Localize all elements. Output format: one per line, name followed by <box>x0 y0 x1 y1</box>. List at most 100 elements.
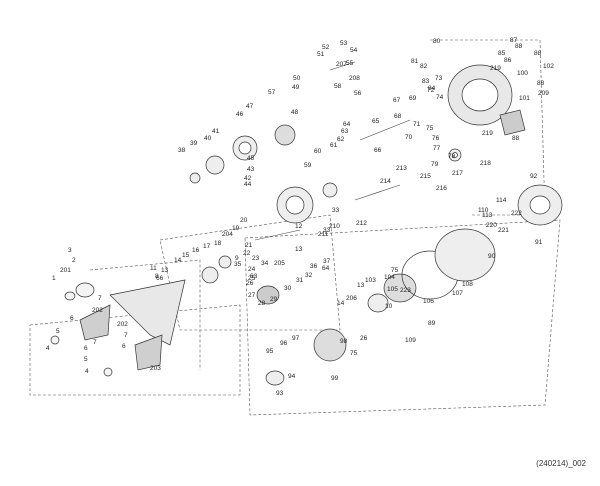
callout-13: 13 <box>161 267 169 274</box>
callout-204: 204 <box>222 231 233 238</box>
callout-32: 32 <box>305 272 313 279</box>
callout-217: 217 <box>452 170 463 177</box>
callout-219: 219 <box>482 130 493 137</box>
callout-33: 33 <box>323 227 331 234</box>
callout-79: 79 <box>431 161 439 168</box>
callout-7: 7 <box>93 339 97 346</box>
callout-39: 39 <box>190 140 198 147</box>
callout-42: 42 <box>244 175 252 182</box>
callout-90: 90 <box>488 253 496 260</box>
callout-14: 14 <box>337 300 345 307</box>
callout-216: 216 <box>436 185 447 192</box>
callout-40: 40 <box>204 135 212 142</box>
callout-4: 4 <box>85 368 89 375</box>
callout-16: 16 <box>192 247 200 254</box>
callout-36: 36 <box>310 263 318 270</box>
callout-8: 8 <box>155 273 159 280</box>
callout-64: 64 <box>343 121 351 128</box>
callout-54: 54 <box>350 47 358 54</box>
callout-78: 78 <box>448 153 456 160</box>
callout-91: 91 <box>535 239 543 246</box>
callout-82: 82 <box>420 63 428 70</box>
callout-98: 98 <box>340 338 348 345</box>
callout-60: 60 <box>314 148 322 155</box>
callout-41: 41 <box>212 128 220 135</box>
callout-13: 13 <box>357 282 365 289</box>
callout-223: 223 <box>400 287 411 294</box>
callout-109: 109 <box>405 337 416 344</box>
diagram-code: (240214)_002 <box>536 459 586 468</box>
callout-48: 48 <box>291 109 299 116</box>
callout-34: 34 <box>261 260 269 267</box>
callout-6: 6 <box>70 315 74 322</box>
callout-75: 75 <box>426 125 434 132</box>
callout-202: 202 <box>92 307 103 314</box>
callout-219: 219 <box>490 65 501 72</box>
callout-211: 211 <box>318 231 329 238</box>
callout-55: 55 <box>346 60 354 67</box>
callout-214: 214 <box>380 178 391 185</box>
callout-51: 51 <box>317 51 325 58</box>
callout-76: 76 <box>432 135 440 142</box>
callout-13: 13 <box>295 246 303 253</box>
spool-assembly <box>265 228 496 386</box>
callout-207: 207 <box>336 61 347 68</box>
callout-57: 57 <box>268 89 276 96</box>
callout-99: 99 <box>331 375 339 382</box>
callout-220: 220 <box>486 222 497 229</box>
callout-88: 88 <box>515 43 523 50</box>
callout-201: 201 <box>60 267 71 274</box>
callout-64: 64 <box>322 265 330 272</box>
callout-67: 67 <box>393 97 401 104</box>
callout-209: 209 <box>538 90 549 97</box>
callout-1: 1 <box>52 275 56 282</box>
callout-37: 37 <box>323 258 331 265</box>
callout-83: 83 <box>422 78 430 85</box>
callout-56: 56 <box>354 90 362 97</box>
callout-7: 7 <box>98 295 102 302</box>
callout-75: 75 <box>391 267 399 274</box>
callout-221: 221 <box>498 227 509 234</box>
callout-59: 59 <box>304 162 312 169</box>
callout-66: 66 <box>156 275 164 282</box>
callout-25: 25 <box>248 275 256 282</box>
handle-assembly <box>50 279 186 377</box>
callout-38: 38 <box>178 147 186 154</box>
callout-69: 69 <box>409 95 417 102</box>
callout-107: 107 <box>452 290 463 297</box>
callout-28: 28 <box>258 300 266 307</box>
callout-58: 58 <box>334 83 342 90</box>
callout-11: 11 <box>150 265 157 272</box>
callout-9: 9 <box>235 255 239 262</box>
callout-18: 18 <box>214 240 222 247</box>
callout-22: 22 <box>243 250 251 257</box>
callout-30: 30 <box>284 285 292 292</box>
callout-87: 87 <box>510 37 518 44</box>
callout-29: 29 <box>270 296 278 303</box>
callout-72: 72 <box>427 87 435 94</box>
callout-12: 12 <box>295 223 303 230</box>
callout-7: 7 <box>124 332 128 339</box>
callout-45: 45 <box>247 155 255 162</box>
side-plate-assembly <box>447 64 563 226</box>
callout-31: 31 <box>296 277 304 284</box>
main-gear-assembly <box>189 124 338 305</box>
callout-5: 5 <box>84 356 88 363</box>
callout-210: 210 <box>329 223 340 230</box>
callout-23: 23 <box>252 255 260 262</box>
callout-92: 92 <box>530 173 538 180</box>
callout-49: 49 <box>292 84 300 91</box>
callout-26: 26 <box>246 280 254 287</box>
callout-208: 208 <box>349 75 360 82</box>
callout-100: 100 <box>517 70 528 77</box>
callout-102: 102 <box>543 63 554 70</box>
callout-74: 74 <box>436 94 444 101</box>
callout-53: 53 <box>340 40 348 47</box>
callout-88: 88 <box>537 80 545 87</box>
callout-213: 213 <box>396 165 407 172</box>
callout-101: 101 <box>519 95 530 102</box>
callout-3: 3 <box>68 247 72 254</box>
callout-17: 17 <box>203 243 211 250</box>
